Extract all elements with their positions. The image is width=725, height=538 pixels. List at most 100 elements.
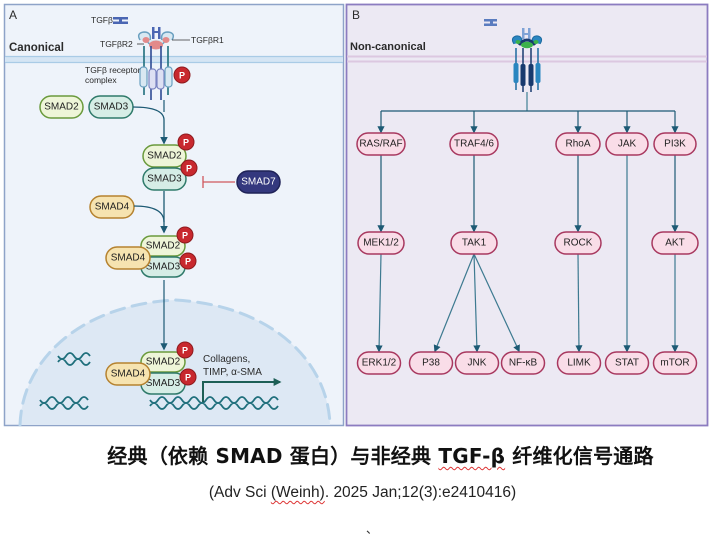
stray-mark: 、 [366, 522, 379, 536]
figure-title: 经典（依赖 SMAD 蛋白）与非经典 TGF-β 纤维化信号通路 [0, 440, 725, 469]
node-jnk: JNK [454, 351, 500, 375]
svg-text:P: P [186, 164, 192, 174]
node-p38: P38 [408, 351, 454, 375]
arrow-tak1-to-p38 [433, 253, 475, 353]
smad2-phospho-node: SMAD2 [142, 144, 187, 168]
svg-text:P: P [185, 373, 191, 383]
node-erk1-2: ERK1/2 [356, 351, 402, 375]
node-jak: JAK [605, 132, 649, 156]
node-jnk-label: JNK [468, 358, 487, 369]
citation-text: (Adv Sci [208, 484, 271, 501]
phospho-badge: P [176, 341, 194, 359]
arrow-tak1-to-jnk [473, 253, 481, 353]
node-traf4-6: TRAF4/6 [449, 132, 499, 156]
node-ras-raf-label: RAS/RAF [359, 139, 402, 150]
cell-membrane [347, 55, 707, 63]
phospho-badge: P [179, 252, 197, 270]
receptor-complex-label-1: TGFβ receptor [85, 65, 141, 75]
node-stat-label: STAT [615, 358, 639, 369]
panel-non-canonical: B Non-canonical [345, 3, 709, 427]
node-rock: ROCK [554, 231, 602, 255]
node-mek1-2-label: MEK1/2 [363, 238, 399, 249]
phospho-badge: P [177, 133, 195, 151]
svg-text:P: P [179, 71, 185, 81]
phospho-badge: P [179, 368, 197, 386]
smad2-nuclear-node: SMAD2 [140, 351, 186, 373]
tgfb-label: TGFβ [91, 15, 113, 25]
target-genes-label-2: TIMP, α-SMA [203, 367, 262, 378]
tgfb-receptor-complex-icon [137, 27, 175, 100]
smad7-node: SMAD7 [236, 170, 281, 194]
phospho-badge: P [176, 226, 194, 244]
smad4-nuclear-node: SMAD4 [105, 362, 151, 386]
node-nf-b-label: NF-κB [509, 358, 538, 369]
svg-text:SMAD3: SMAD3 [146, 378, 181, 389]
smad7-inhibition [202, 176, 235, 188]
smad4-node: SMAD4 [89, 195, 135, 219]
svg-text:P: P [182, 231, 188, 241]
node-rhoa-label: RhoA [565, 139, 590, 150]
node-mtor-label: mTOR [660, 358, 689, 369]
phospho-badge: P [173, 66, 191, 84]
tgfbr1-label: TGFβR1 [191, 35, 224, 45]
tgf-beta-pathway-figure: A Canonical TGFβ [3, 3, 709, 427]
svg-text:SMAD4: SMAD4 [111, 369, 146, 380]
smad3-phospho-node: SMAD3 [142, 167, 187, 191]
svg-text:SMAD2: SMAD2 [44, 102, 79, 113]
pathway-nodes: RAS/RAF TRAF4/6 RhoA JAK PI3K MEK1/2 TAK1 ROCK A… [356, 132, 699, 375]
cell-membrane [5, 55, 343, 64]
citation: (Adv Sci (Weinh). 2025 Jan;12(3):e241041… [0, 484, 725, 502]
svg-text:SMAD2: SMAD2 [146, 357, 181, 368]
svg-text:SMAD4: SMAD4 [95, 202, 130, 213]
node-akt-label: AKT [665, 238, 684, 249]
smad4-complex-node: SMAD4 [105, 246, 151, 270]
svg-text:SMAD2: SMAD2 [146, 241, 181, 252]
node-stat: STAT [604, 351, 650, 375]
smad2-complex-node: SMAD2 [140, 235, 186, 257]
node-mek1-2: MEK1/2 [357, 231, 405, 255]
node-traf4-6-label: TRAF4/6 [454, 139, 494, 150]
svg-text:P: P [185, 257, 191, 267]
svg-text:P: P [182, 346, 188, 356]
svg-text:SMAD2: SMAD2 [147, 151, 182, 162]
node-nf-b: NF-κB [500, 351, 546, 375]
dna-strand-icon [149, 396, 279, 410]
svg-text:P: P [183, 138, 189, 148]
arrow-smad3-to-phospho [132, 106, 168, 145]
node-rock-label: ROCK [564, 238, 593, 249]
panel-a-title: Canonical [9, 42, 64, 54]
node-erk1-2-label: ERK1/2 [362, 358, 397, 369]
node-p38-label: P38 [422, 358, 440, 369]
node-ras-raf: RAS/RAF [356, 132, 406, 156]
tgfbr2-label: TGFβR2 [100, 39, 133, 49]
pathway-edges [375, 111, 679, 353]
dna-strand-icon [57, 352, 91, 366]
panel-b-title: Non-canonical [350, 41, 426, 53]
svg-text:SMAD3: SMAD3 [147, 174, 182, 185]
smad3-node: SMAD3 [88, 95, 134, 119]
title-flagged-term: TGF-β [438, 444, 506, 468]
transcription-arrow-icon [202, 378, 282, 402]
panel-b-letter: B [352, 8, 360, 22]
node-pi3k-label: PI3K [664, 139, 686, 150]
panel-a-letter: A [9, 8, 17, 22]
dna-strand-icon [39, 396, 89, 410]
node-jak-label: JAK [618, 139, 637, 150]
node-pi3k: PI3K [653, 132, 697, 156]
arrow-rock-to-limk [575, 253, 583, 353]
node-rhoa: RhoA [555, 132, 601, 156]
svg-text:SMAD7: SMAD7 [241, 177, 276, 188]
branch-connectors [381, 92, 675, 112]
receptor-complex-icon [511, 28, 543, 92]
smad2-node: SMAD2 [39, 95, 84, 119]
arrow-smad4-join [133, 205, 165, 223]
node-tak1: TAK1 [450, 231, 498, 255]
node-limk-label: LIMK [567, 358, 591, 369]
node-mtor: mTOR [652, 351, 698, 375]
title-text-end: 纤维化信号通路 [505, 444, 654, 468]
panel-canonical: A Canonical TGFβ [3, 3, 345, 427]
phospho-badge: P [180, 159, 198, 177]
svg-text:SMAD4: SMAD4 [111, 253, 146, 264]
node-tak1-label: TAK1 [462, 238, 487, 249]
svg-text:SMAD3: SMAD3 [94, 102, 129, 113]
